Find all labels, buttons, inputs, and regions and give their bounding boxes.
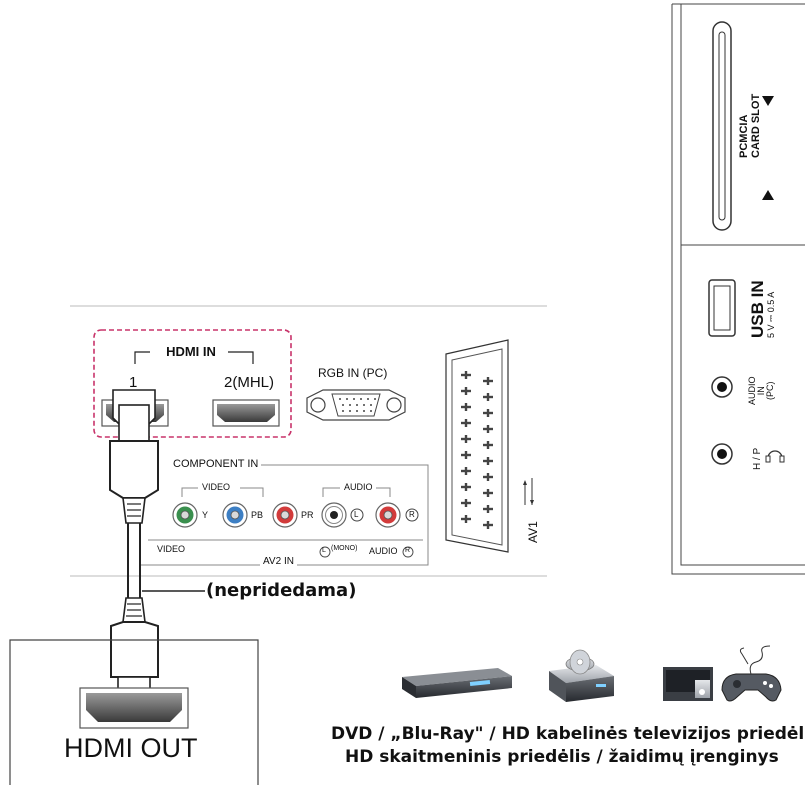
scart-pin: [486, 377, 490, 385]
video-group-label: VIDEO: [202, 482, 231, 492]
scart-pin: [464, 435, 468, 443]
dvd-player-icon: [402, 668, 512, 698]
bluray-player-icon: [549, 649, 614, 702]
rgb-in-port: [306, 389, 406, 421]
scart-pin: [486, 393, 490, 401]
caption-line-1: DVD / „Blu-Ray" / HD kabelinės televizij…: [331, 724, 805, 744]
scart-pin: [464, 403, 468, 411]
bottom-r-label: R: [405, 547, 411, 554]
usb-in-label: USB IN: [748, 280, 767, 338]
scart-pin: [464, 419, 468, 427]
usb-power-label: 5 V ⎓ 0.5 A: [766, 291, 776, 338]
scart-pin: [486, 425, 490, 433]
scart-pin: [464, 499, 468, 507]
side-panel: [671, 3, 805, 575]
game-console-icon: [721, 645, 782, 702]
scart-pin: [464, 451, 468, 459]
scart-pin: [464, 387, 468, 395]
hdmi-highlight-box: [93, 329, 292, 438]
bottom-l-label: L: [322, 547, 326, 554]
jack-pr: [272, 502, 298, 528]
jack-r-label: R: [409, 510, 415, 519]
jack-pr-label: PR: [301, 510, 314, 520]
pcmcia-label: PCMCIA CARD SLOT: [738, 94, 762, 158]
jack-pb-label: PB: [251, 510, 264, 520]
audio-in-pc-label: AUDIO IN (PC): [747, 376, 775, 405]
hdmi-port-1-label: 1: [129, 374, 138, 391]
scart-pin: [464, 371, 468, 379]
scart-pin: [464, 515, 468, 523]
hdmi-out-label: HDMI OUT: [64, 733, 198, 763]
caption-line-2: HD skaitmeninis priedėlis / žaidimų įren…: [345, 747, 779, 767]
pcmcia-arrow-icon: [762, 190, 774, 200]
pcmcia-slot-inner: [718, 31, 726, 221]
source-device-box: [9, 639, 259, 785]
hp-label: H / P: [752, 447, 763, 470]
jack-l-label: L: [354, 510, 359, 519]
hdmi-in-title: HDMI IN: [166, 344, 216, 359]
scart-pin: [486, 473, 490, 481]
cable-note: (nepridedama): [206, 580, 357, 601]
bottom-video-label: VIDEO: [157, 544, 186, 554]
jack-pb: [222, 502, 248, 528]
scart-pin: [486, 457, 490, 465]
scart-pin: [486, 505, 490, 513]
rgb-in-label: RGB IN (PC): [318, 366, 388, 380]
scart-pin: [486, 441, 490, 449]
bottom-audio-label: AUDIO: [369, 546, 398, 556]
scart-pin: [486, 409, 490, 417]
jack-audio-r: [375, 502, 419, 528]
audio-in-line3: (PC): [765, 381, 775, 401]
pcmcia-label-line2: CARD SLOT: [750, 93, 762, 158]
component-in-label: COMPONENT IN: [170, 458, 262, 470]
scart-pin: [486, 521, 490, 529]
av1-label: AV1: [526, 521, 540, 543]
jack-y-label: Y: [202, 510, 209, 520]
audio-group-label: AUDIO: [344, 482, 373, 492]
pcmcia-label-line1: PCMCIA: [738, 114, 750, 158]
scart-port: [445, 339, 534, 553]
hdmi-cable: [109, 389, 159, 702]
scart-pin: [464, 483, 468, 491]
scart-pin: [464, 467, 468, 475]
hdmi-port-2: [212, 399, 280, 427]
jack-y: [172, 502, 198, 528]
hdmi-port-2-label: 2(MHL): [224, 374, 275, 391]
bottom-mono-label: (MONO): [331, 545, 358, 552]
hdmi-out-port: [79, 687, 189, 729]
jack-audio-l: [321, 502, 364, 528]
av2-in-label: AV2 IN: [260, 556, 297, 567]
scart-pin: [486, 489, 490, 497]
settop-box-icon: [663, 667, 713, 701]
